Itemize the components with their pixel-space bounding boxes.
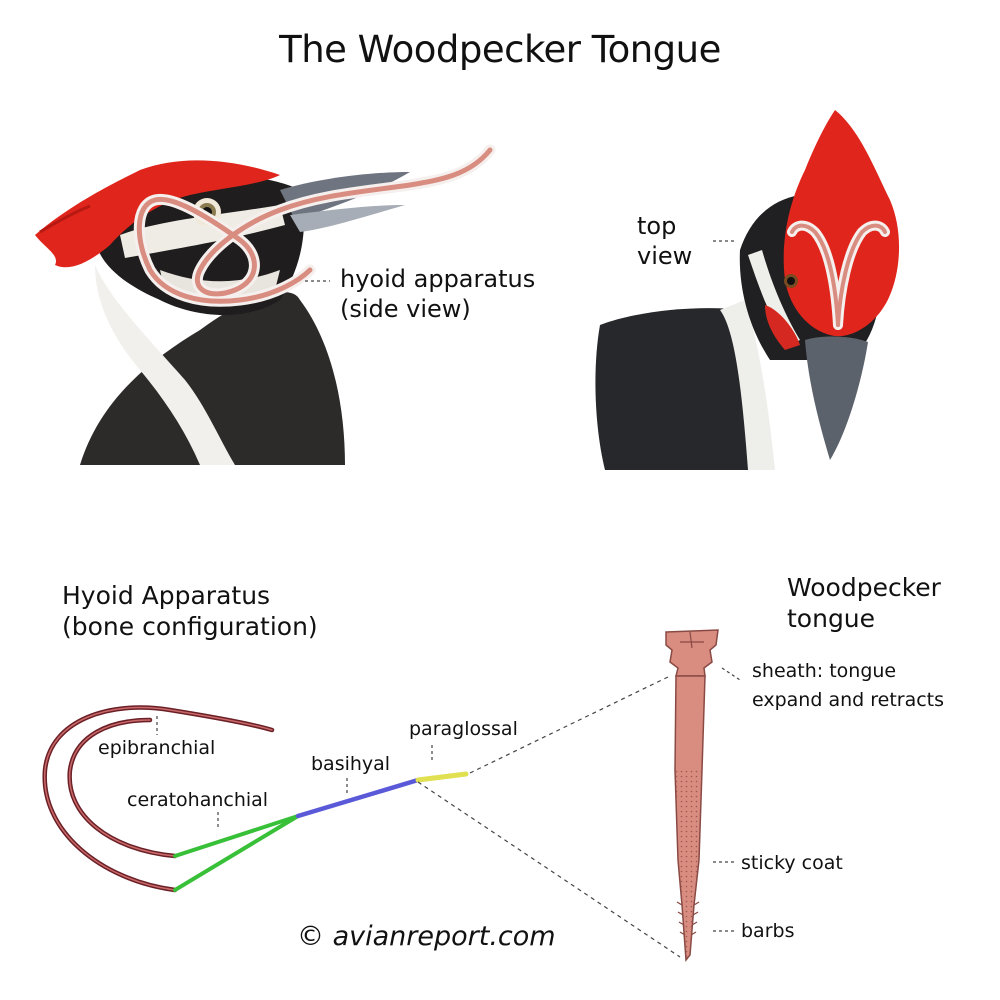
- tongue-heading-line2: tongue: [787, 604, 876, 633]
- sticky-coat-label: sticky coat: [741, 852, 843, 874]
- top-view-label: top view: [637, 211, 692, 271]
- sheath-label-line1: sheath: tongue: [752, 660, 897, 682]
- paraglossal-label: paraglossal: [409, 718, 518, 740]
- side-view-label-line2: (side view): [340, 295, 471, 323]
- page-title: The Woodpecker Tongue: [279, 28, 721, 71]
- side-view-label: hyoid apparatus (side view): [340, 264, 535, 324]
- top-view-label-line1: top: [637, 212, 677, 240]
- woodpecker-top-view: [595, 110, 900, 470]
- barbs-label: barbs: [741, 920, 795, 942]
- hyoid-heading-line2: (bone configuration): [62, 612, 318, 641]
- sheath-label-line2: expand and retracts: [752, 689, 945, 711]
- ceratohanchial-label: ceratohanchial: [127, 789, 269, 811]
- side-view-label-line1: hyoid apparatus: [340, 265, 536, 293]
- woodpecker-side-view: [35, 144, 496, 465]
- hyoid-heading: Hyoid Apparatus (bone configuration): [62, 580, 318, 642]
- basihyal-label: basihyal: [311, 753, 391, 775]
- tongue-heading-line1: Woodpecker: [787, 573, 941, 602]
- sheath-label: sheath: tongue expand and retracts: [752, 657, 944, 715]
- woodpecker-tongue-diagram: [665, 629, 741, 962]
- hyoid-heading-line1: Hyoid Apparatus: [62, 581, 271, 610]
- hyoid-bone-diagram: [42, 675, 681, 958]
- epibranchial-label: epibranchial: [98, 737, 216, 759]
- top-view-label-line2: view: [637, 242, 693, 270]
- tongue-heading: Woodpecker tongue: [787, 572, 941, 634]
- credit-text: © avianreport.com: [297, 921, 556, 952]
